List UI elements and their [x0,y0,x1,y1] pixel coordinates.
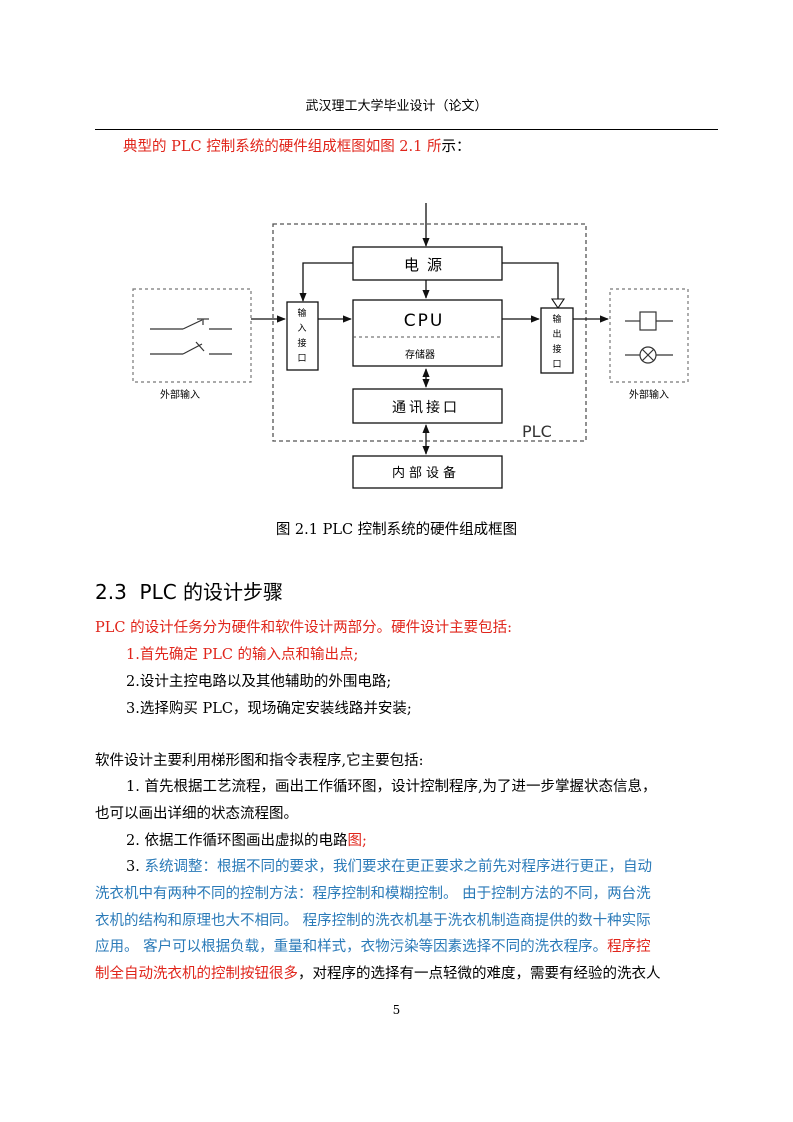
output-interface-char-3: 接 [552,343,561,355]
external-input-label: 外部输入 [160,388,200,401]
software-item-3-line-2: 洗衣机中有两种不同的控制方法：程序控制和模糊控制。 由于控制方法的不同，两台洗 [95,886,651,902]
hardware-item-3: 3.选择购买 PLC，现场确定安装线路并安装; [126,701,412,717]
software-item-3-line-3: 衣机的结构和原理也大不相同。 程序控制的洗衣机基于洗衣机制造商提供的数十种实际 [95,913,651,929]
memory-label: 存储器 [405,348,435,361]
output-interface-box [540,307,574,374]
input-interface-char-4: 口 [297,354,306,364]
intro-red-text: 典型的 PLC 控制系统的硬件组成框图如图 2.1 所 [123,139,442,155]
plc-label: PLC [522,422,552,441]
input-interface-char-2: 入 [297,323,306,334]
hardware-item-1: 1.首先确定 PLC 的输入点和输出点; [126,647,359,663]
page-number: 5 [392,1003,401,1017]
external-output-box [609,288,689,383]
software-item-3-line-5: 制全自动洗衣机的控制按钮很多，对程序的选择有一点轻微的难度，需要有经验的洗衣人 [95,964,661,984]
output-device-symbols [625,311,673,364]
software-item-3-line-1: 3. 系统调整：根据不同的要求，我们要求在更正要求之前先对程序进行更正，自动 [126,857,652,877]
output-interface-char-1: 输 [552,313,561,325]
section-heading: 2.3 PLC 的设计步骤 [95,576,283,605]
cpu-label: CPU [404,311,445,331]
cpu-memory-box [352,299,503,367]
output-interface-char-2: 出 [552,328,561,340]
section-title: PLC 的设计步骤 [139,580,284,604]
software-item-1-line-2: 也可以画出详细的状态流程图。 [95,806,298,822]
software-item-3-line-4-red: 程序控 [607,939,651,955]
software-item-3-line-5-red: 制全自动洗衣机的控制按钮很多 [95,966,298,982]
power-label: 电源 [404,256,450,274]
figure-caption: 图 2.1 PLC 控制系统的硬件组成框图 [275,522,518,538]
internal-device-box [352,455,503,489]
software-item-3-number: 3. [126,859,145,875]
external-output-label: 外部输入 [629,388,669,401]
software-item-1-line-1: 1. 首先根据工艺流程，画出工作循环图，设计控制程序,为了进一步掌握状态信息， [126,779,657,795]
software-item-3-text: 系统调整：根据不同的要求，我们要求在更正要求之前先对程序进行更正，自动 [144,859,652,875]
software-item-3-line-4-blue: 应用。 客户可以根据负载，重量和样式，衣物污染等因素选择不同的洗衣程序。 [95,939,608,955]
software-item-3-line-4: 应用。 客户可以根据负载，重量和样式，衣物污染等因素选择不同的洗衣程序。程序控 [95,937,651,957]
output-interface-char-4: 口 [552,360,561,370]
software-item-2: 2. 依据工作循环图画出虚拟的电路图; [126,831,367,851]
section-number: 2.3 [95,580,127,604]
plc-hardware-diagram: PLC 电源 CPU 存储器 输 入 接 口 输 出 接 口 外部 [132,203,689,489]
comm-interface-box [352,388,503,424]
external-input-box [132,288,252,383]
intro-black-text: 示： [441,139,471,155]
input-interface-char-1: 输 [297,307,306,319]
comm-interface-label: 通讯接口 [392,399,460,416]
software-lead: 软件设计主要利用梯形图和指令表程序,它主要包括: [95,753,424,769]
header-rule [95,129,718,130]
software-item-2-text: 2. 依据工作循环图画出虚拟的电路 [126,833,348,849]
internal-device-label: 内部设备 [392,465,460,481]
input-interface-char-3: 接 [297,337,306,349]
hardware-item-2: 2.设计主控电路以及其他辅助的外围电路; [126,674,392,690]
software-item-3-line-5-black: ，对程序的选择有一点轻微的难度，需要有经验的洗衣人 [298,966,661,982]
switch-symbols [150,318,232,355]
software-item-2-red: 图; [347,833,367,849]
page-header: 武汉理工大学毕业设计（论文） [305,99,488,114]
intro-paragraph: 典型的 PLC 控制系统的硬件组成框图如图 2.1 所示： [123,137,470,157]
input-interface-box [286,301,319,371]
hardware-lead: PLC 的设计任务分为硬件和软件设计两部分。硬件设计主要包括: [95,620,512,636]
